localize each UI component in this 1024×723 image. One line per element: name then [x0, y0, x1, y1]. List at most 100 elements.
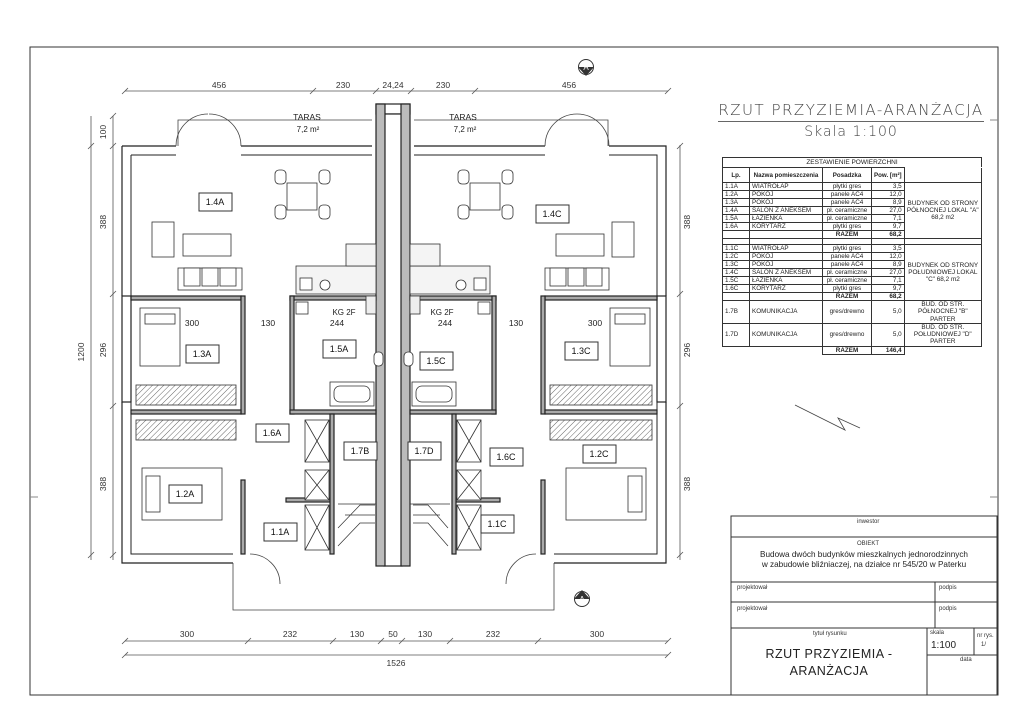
area-schedule: ZESTAWIENIE POWIERZCHNI Lp. Nazwa pomies…	[722, 157, 983, 355]
dim-interior: 244	[330, 318, 344, 328]
dim-interior: 300	[588, 318, 602, 328]
furniture	[135, 169, 653, 521]
object-text-line-1: Budowa dwóch budynków mieszkalnych jedno…	[760, 550, 968, 559]
drawing-title-line-2: ARANŻACJA	[789, 664, 869, 678]
designer-label: projektował	[737, 585, 768, 591]
sheet-title: RZUT PRZYZIEMIA-ARANŻACJA Skala 1:100	[706, 100, 996, 140]
sheet-title-main: RZUT PRZYZIEMIA-ARANŻACJA	[718, 101, 984, 122]
section-marker-bottom: A	[574, 590, 590, 607]
object-label: OBIEKT	[857, 541, 880, 547]
svg-text:1.3C: 1.3C	[571, 346, 591, 356]
svg-text:1.1A: 1.1A	[271, 527, 290, 537]
sheet-no-label: nr rys.	[977, 633, 994, 639]
svg-text:1.6A: 1.6A	[263, 428, 282, 438]
svg-text:1.7D: 1.7D	[414, 446, 434, 456]
checker-label: projektował	[737, 606, 768, 612]
svg-text:1.5A: 1.5A	[330, 344, 349, 354]
dim-left: 296	[98, 343, 108, 357]
walls	[121, 103, 667, 567]
date-label: data	[960, 657, 972, 663]
dim-total-width: 1526	[387, 658, 406, 668]
dim-bottom: 232	[486, 629, 500, 639]
object-text-line-2: w zabudowie bliźniaczej, na działce nr 5…	[761, 560, 967, 569]
dimension-lines	[87, 87, 684, 659]
dim-bottom: 50	[388, 629, 398, 639]
terrace-right-name: TARAS	[449, 112, 477, 122]
comm-b-note: BUD. OD STR. PÓŁNOCNEJ "B" PARTER	[903, 300, 983, 324]
dim-right: 388	[682, 215, 692, 229]
area-table: Lp. Nazwa pomieszczenia Posadzka Pow. [m…	[722, 167, 983, 355]
scale-label: skala	[930, 630, 945, 636]
dim-right: 296	[682, 343, 692, 357]
group-c-note: BUDYNEK OD STRONY POŁUDNIOWEJ LOKAL "C" …	[903, 244, 983, 301]
boiler-label: KG 2F	[332, 308, 355, 317]
sheet-frame	[29, 46, 999, 696]
dim-bottom: 130	[350, 629, 364, 639]
room-label-1-3c: 1.3C	[564, 341, 599, 361]
room-label-1-2a: 1.2A	[168, 484, 203, 504]
terrace-right-area: 7,2 m²	[454, 125, 477, 134]
dim-bottom: 232	[283, 629, 297, 639]
terrace-left-area: 7,2 m²	[297, 125, 320, 134]
vent-shafts	[304, 419, 482, 551]
svg-text:1.2A: 1.2A	[176, 489, 195, 499]
svg-text:1.4A: 1.4A	[206, 197, 225, 207]
room-label-1-4c: 1.4C	[535, 204, 570, 224]
room-label-1-2c: 1.2C	[582, 444, 617, 464]
dim-bottom: 300	[180, 629, 194, 639]
title-block-frame	[730, 515, 998, 696]
dim-top: 456	[212, 80, 226, 90]
room-label-1-1c: 1.1C	[480, 514, 515, 534]
svg-text:1.4C: 1.4C	[542, 209, 562, 219]
room-label-1-4a: 1.4A	[198, 192, 233, 212]
room-label-1-6a: 1.6A	[255, 423, 290, 443]
terraces	[175, 113, 610, 611]
room-label-1-5c: 1.5C	[419, 351, 454, 371]
dimension-texts: 456 230 24,24 230 456 300 232 130 50 130…	[76, 80, 692, 668]
svg-text:1.1C: 1.1C	[487, 519, 507, 529]
room-labels: 1.4A 1.3A 1.5A 1.6A 1.2A 1.1A 1.7B 1.4C …	[168, 192, 617, 542]
checker-signature-label: podpis	[939, 606, 957, 612]
dim-interior: 300	[185, 318, 199, 328]
drawing-title-line-1: RZUT PRZYZIEMIA -	[765, 647, 893, 661]
dim-bottom: 300	[590, 629, 604, 639]
dim-top: 230	[336, 80, 350, 90]
group-a-note: BUDYNEK OD STRONY PÓŁNOCNEJ LOKAL "A" 68…	[903, 182, 983, 239]
dim-top: 456	[562, 80, 576, 90]
svg-text:1.2C: 1.2C	[589, 449, 609, 459]
dim-interior: 130	[509, 318, 523, 328]
dim-interior: 244	[438, 318, 452, 328]
investor-label: inwestor	[857, 519, 880, 525]
room-label-1-7b: 1.7B	[343, 441, 378, 461]
dim-left: 100	[98, 125, 108, 139]
dim-left: 388	[98, 215, 108, 229]
staircases	[337, 503, 450, 547]
north-arrow	[794, 404, 861, 431]
area-schedule-caption: ZESTAWIENIE POWIERZCHNI	[722, 157, 982, 167]
sheet-scale: Skala 1:100	[804, 124, 898, 140]
room-label-1-3a: 1.3A	[185, 344, 220, 364]
drawing-title-label: tytuł rysunku	[813, 631, 847, 637]
sheet-no: 1/	[981, 642, 987, 648]
comm-d-note: BUD. OD STR. POŁUDNIOWEJ "D" PARTER	[903, 322, 983, 347]
svg-text:A: A	[579, 595, 585, 604]
dim-total-height: 1200	[76, 342, 86, 361]
room-label-1-5a: 1.5A	[322, 339, 357, 359]
svg-text:1.3A: 1.3A	[193, 349, 212, 359]
dim-left: 388	[98, 477, 108, 491]
plan-annotations: TARAS 7,2 m² TARAS 7,2 m² 300 130 244 24…	[185, 112, 602, 328]
section-marker-top: A	[578, 59, 594, 76]
boiler-label: KG 2F	[430, 308, 453, 317]
room-label-1-6c: 1.6C	[489, 447, 524, 467]
terrace-left-name: TARAS	[293, 112, 321, 122]
dim-bottom: 130	[418, 629, 432, 639]
